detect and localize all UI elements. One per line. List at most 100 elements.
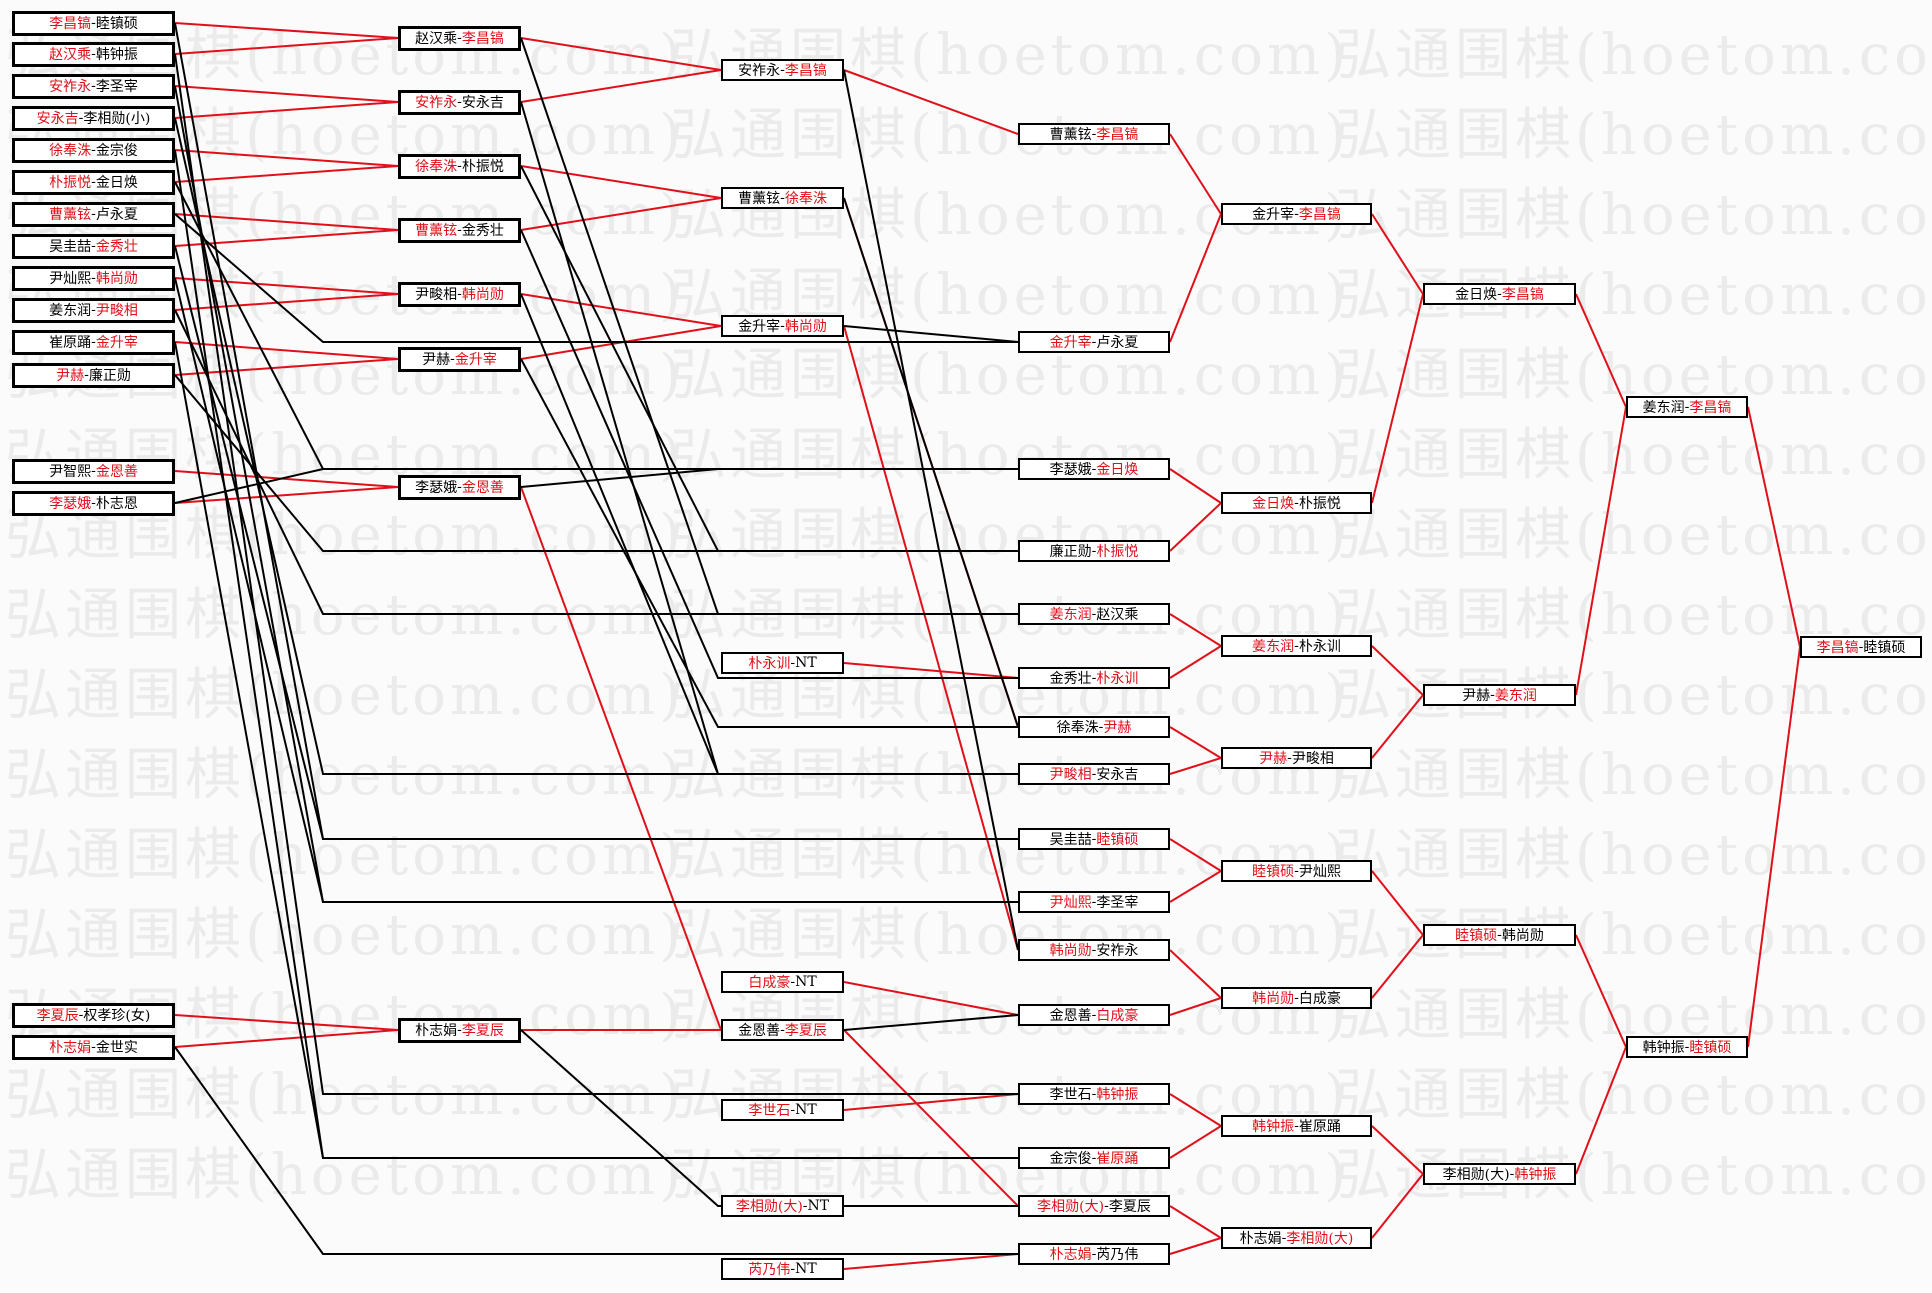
player-a: 李世石 xyxy=(748,1103,791,1119)
separator: - xyxy=(780,62,785,78)
separator: - xyxy=(91,270,96,286)
match-box-round-3[interactable]: 芮乃伟-NT xyxy=(721,1258,844,1280)
separator: - xyxy=(1490,687,1495,703)
match-box-round-1[interactable]: 吴圭喆-金秀壮 xyxy=(12,233,175,259)
player-b: 朴永训 xyxy=(1298,639,1341,655)
player-b: 韩尚勋 xyxy=(1501,928,1544,944)
match-box-round-2[interactable]: 尹畯相-韩尚勋 xyxy=(398,281,521,307)
match-box-round-1[interactable]: 安永吉-李相勋(小) xyxy=(12,105,175,131)
match-box-semifinal[interactable]: 韩钟振-睦镇硕 xyxy=(1626,1036,1748,1058)
player-b: 白成豪 xyxy=(1298,991,1341,1007)
match-box-quarterfinal[interactable]: 睦镇硕-韩尚勋 xyxy=(1423,924,1576,946)
player-b: 韩钟振 xyxy=(1514,1167,1557,1183)
match-box-round-1[interactable]: 朴志娟-金世实 xyxy=(12,1034,175,1060)
match-box-round-1[interactable]: 徐奉洙-金宗俊 xyxy=(12,137,175,163)
match-box-round-1[interactable]: 安祚永-李圣宰 xyxy=(12,73,175,99)
match-box-round-5[interactable]: 韩尚勋-白成豪 xyxy=(1221,987,1372,1009)
match-box-round-2[interactable]: 朴志娟-李夏辰 xyxy=(398,1017,521,1043)
match-box-round-4[interactable]: 金宗俊-崔原踊 xyxy=(1018,1147,1170,1169)
match-box-round-4[interactable]: 金秀壮-朴永训 xyxy=(1018,667,1170,689)
match-box-round-5[interactable]: 尹赫-尹畯相 xyxy=(1221,747,1372,769)
player-b: 白成豪 xyxy=(1096,1008,1139,1024)
match-box-round-1[interactable]: 李夏辰-权孝珍(女) xyxy=(12,1002,175,1028)
match-box-round-3[interactable]: 金升宰-韩尚勋 xyxy=(721,315,844,337)
match-box-round-4[interactable]: 廉正勋-朴振悦 xyxy=(1018,540,1170,562)
loser-line xyxy=(843,1014,1019,1031)
match-box-round-4[interactable]: 姜东润-赵汉乘 xyxy=(1018,603,1170,625)
match-box-round-5[interactable]: 朴志娟-李相勋(大) xyxy=(1221,1227,1372,1249)
winner-line xyxy=(174,149,399,167)
match-box-round-3[interactable]: 李世石-NT xyxy=(721,1099,844,1121)
match-box-round-1[interactable]: 姜东润-尹畯相 xyxy=(12,297,175,323)
separator: - xyxy=(790,974,796,990)
player-a: 朴志娟 xyxy=(1239,1231,1282,1247)
match-box-round-4[interactable]: 李世石-韩钟振 xyxy=(1018,1083,1170,1105)
match-box-round-1[interactable]: 尹赫-廉正勋 xyxy=(12,362,175,388)
match-box-round-1[interactable]: 曹薰铉-卢永夏 xyxy=(12,201,175,227)
match-box-round-5[interactable]: 睦镇硕-尹灿熙 xyxy=(1221,860,1372,882)
player-b: 李相勋(小) xyxy=(83,111,151,127)
match-box-round-1[interactable]: 朴振悦-金日焕 xyxy=(12,169,175,195)
winner-line xyxy=(174,470,399,488)
player-a: 姜东润 xyxy=(49,303,92,319)
player-b: 睦镇硕 xyxy=(1689,1040,1732,1056)
match-box-round-5[interactable]: 韩钟振-崔原踊 xyxy=(1221,1115,1372,1137)
player-b: 徐奉洙 xyxy=(784,191,827,207)
match-box-round-2[interactable]: 徐奉洙-朴振悦 xyxy=(398,153,521,179)
player-b: 李昌镐 xyxy=(784,63,827,79)
separator: - xyxy=(91,15,96,31)
match-box-round-1[interactable]: 赵汉乘-韩钟振 xyxy=(12,41,175,67)
match-box-round-1[interactable]: 李瑟娥-朴志恩 xyxy=(12,490,175,516)
match-box-round-4[interactable]: 金升宰-卢永夏 xyxy=(1018,331,1170,353)
separator: - xyxy=(1091,606,1097,622)
match-box-round-4[interactable]: 韩尚勋-安祚永 xyxy=(1018,939,1170,961)
match-box-round-2[interactable]: 曹薰铉-金秀壮 xyxy=(398,217,521,243)
match-box-round-1[interactable]: 李昌镐-睦镇硕 xyxy=(12,10,175,36)
match-box-quarterfinal[interactable]: 金日焕-李昌镐 xyxy=(1423,283,1576,305)
match-box-round-5[interactable]: 金日焕-朴振悦 xyxy=(1221,492,1372,514)
match-box-round-1[interactable]: 崔原踊-金升宰 xyxy=(12,329,175,355)
match-box-round-4[interactable]: 吴圭喆-睦镇硕 xyxy=(1018,828,1170,850)
player-a: 曹薰铉 xyxy=(738,191,781,207)
separator: - xyxy=(780,318,785,334)
match-box-round-4[interactable]: 曹薰铉-李昌镐 xyxy=(1018,123,1170,145)
match-box-round-4[interactable]: 李瑟娥-金日焕 xyxy=(1018,458,1170,480)
loser-line xyxy=(843,325,1019,343)
match-box-round-2[interactable]: 尹赫-金升宰 xyxy=(398,346,521,372)
player-a: 曹薰铉 xyxy=(1049,127,1092,143)
match-box-round-3[interactable]: 白成豪-NT xyxy=(721,971,844,993)
match-box-round-2[interactable]: 李瑟娥-金恩善 xyxy=(398,474,521,500)
match-box-round-4[interactable]: 尹畯相-安永吉 xyxy=(1018,763,1170,785)
winner-line xyxy=(1371,934,1424,999)
match-box-round-4[interactable]: 朴志娟-芮乃伟 xyxy=(1018,1243,1170,1265)
loser-line xyxy=(520,229,1018,679)
match-box-round-3[interactable]: 曹薰铉-徐奉洙 xyxy=(721,187,844,209)
match-box-round-4[interactable]: 徐奉洙-尹赫 xyxy=(1018,716,1170,738)
match-box-round-3[interactable]: 朴永训-NT xyxy=(721,652,844,674)
match-box-round-2[interactable]: 赵汉乘-李昌镐 xyxy=(398,25,521,51)
match-box-round-2[interactable]: 安祚永-安永吉 xyxy=(398,89,521,115)
player-a: 曹薰铉 xyxy=(49,207,92,223)
separator: - xyxy=(1294,495,1299,511)
match-box-round-4[interactable]: 李相勋(大)-李夏辰 xyxy=(1018,1195,1170,1217)
match-box-round-4[interactable]: 尹灿熙-李圣宰 xyxy=(1018,891,1170,913)
player-b: 韩尚勋 xyxy=(784,319,827,335)
match-box-round-3[interactable]: 金恩善-李夏辰 xyxy=(721,1019,844,1041)
match-box-semifinal[interactable]: 姜东润-李昌镐 xyxy=(1626,396,1748,418)
match-box-round-3[interactable]: 李相勋(大)-NT xyxy=(721,1195,844,1217)
winner-line xyxy=(843,981,1019,1016)
match-box-round-4[interactable]: 金恩善-白成豪 xyxy=(1018,1004,1170,1026)
match-box-round-5[interactable]: 金升宰-李昌镐 xyxy=(1221,203,1372,225)
player-b: NT xyxy=(795,655,817,671)
player-b: 李夏辰 xyxy=(461,1023,504,1039)
player-b: 朴永训 xyxy=(1096,671,1139,687)
separator: - xyxy=(1091,126,1097,142)
match-box-quarterfinal[interactable]: 李相勋(大)-韩钟振 xyxy=(1423,1163,1576,1185)
match-box-quarterfinal[interactable]: 尹赫-姜东润 xyxy=(1423,684,1576,706)
match-box-round-1[interactable]: 尹智熙-金恩善 xyxy=(12,458,175,484)
match-box-round-5[interactable]: 姜东润-朴永训 xyxy=(1221,635,1372,657)
match-box-round-3[interactable]: 安祚永-李昌镐 xyxy=(721,59,844,81)
separator: - xyxy=(91,142,96,158)
match-box-final[interactable]: 李昌镐-睦镇硕 xyxy=(1800,636,1922,658)
match-box-round-1[interactable]: 尹灿熙-韩尚勋 xyxy=(12,265,175,291)
